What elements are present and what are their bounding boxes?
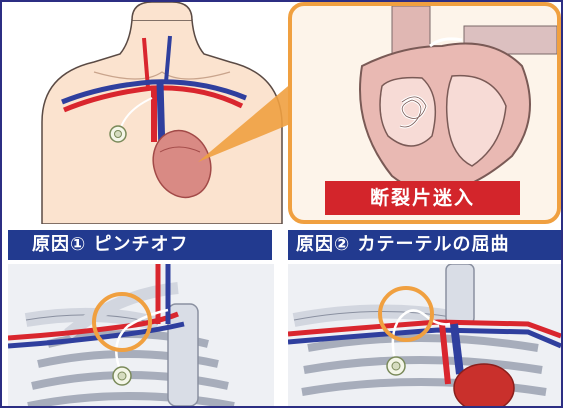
implanted-port-icon xyxy=(110,126,126,142)
catheter-bend-illustration xyxy=(288,264,561,406)
torso-illustration xyxy=(2,2,292,224)
fragment-migration-label: 断裂片迷入 xyxy=(325,181,520,215)
cause1-caption-text: 原因① ピンチオフ xyxy=(32,234,189,255)
cause2-caption: 原因② カテーテルの屈曲 xyxy=(288,230,561,260)
implanted-port-icon xyxy=(113,367,131,385)
cause1-caption: 原因① ピンチオフ xyxy=(8,230,272,260)
cause2-caption-text: 原因② カテーテルの屈曲 xyxy=(296,234,510,255)
pinch-off-illustration xyxy=(8,264,274,406)
implanted-port-icon xyxy=(387,357,405,375)
